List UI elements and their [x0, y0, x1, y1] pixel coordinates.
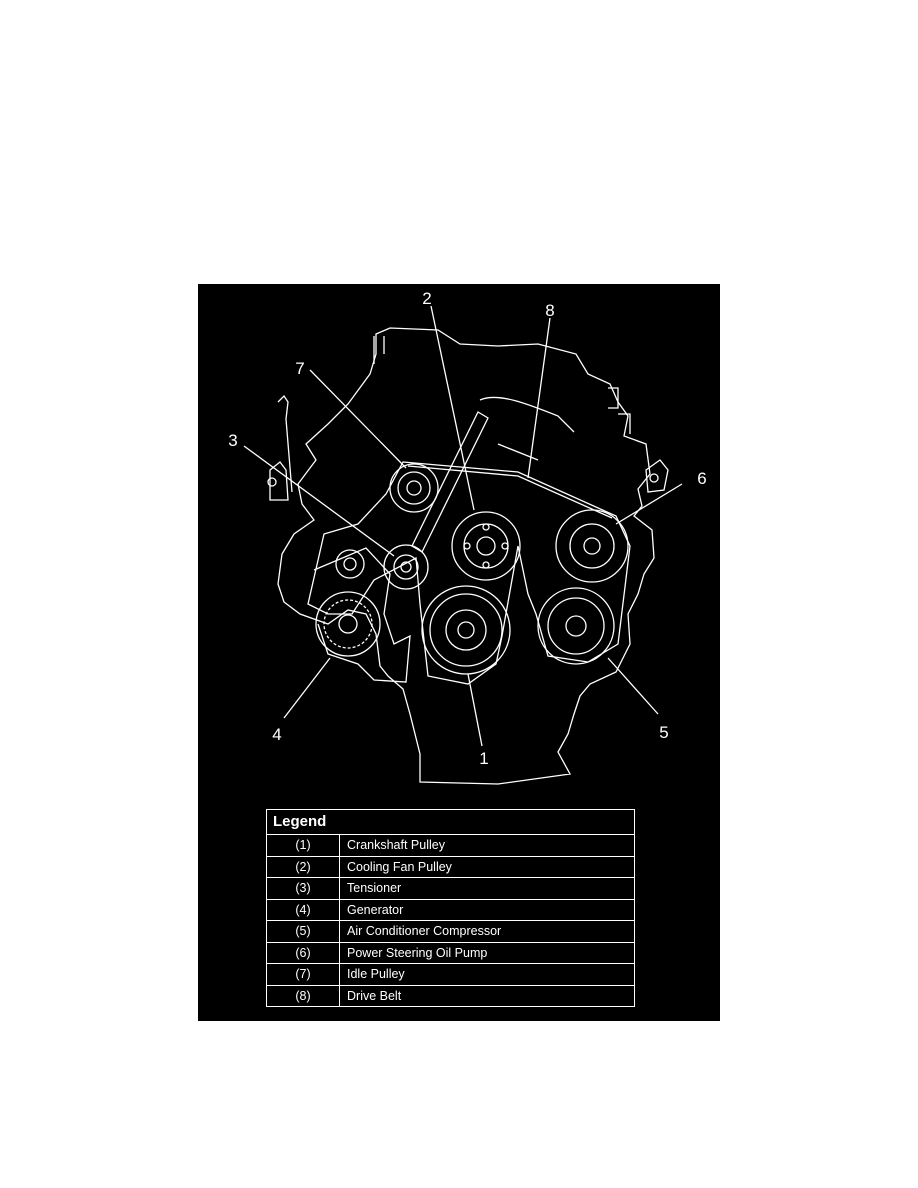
ac-compressor [537, 587, 615, 665]
legend-row: (2) Cooling Fan Pulley [267, 856, 634, 878]
callout-2: 2 [422, 289, 431, 308]
generator-hub [338, 614, 358, 634]
callout-8: 8 [545, 301, 554, 320]
legend-description: Power Steering Oil Pump [347, 945, 488, 960]
drive-belt-inner [407, 465, 613, 519]
callout-4: 4 [272, 725, 281, 744]
callout-line-2 [430, 305, 475, 511]
wrench-handle [411, 411, 489, 553]
legend-row: (6) Power Steering Oil Pump [267, 942, 634, 964]
legend-number: (4) [267, 899, 340, 920]
engine-detail [618, 413, 631, 434]
legend-number: (6) [267, 942, 340, 963]
pulley-bolt [501, 542, 509, 550]
legend-row: (8) Drive Belt [267, 985, 634, 1006]
engine-outline [277, 327, 655, 785]
legend-description: Idle Pulley [347, 967, 405, 981]
crankshaft-pulley-inner [445, 609, 487, 651]
callout-1: 1 [479, 749, 488, 768]
legend-row: (4) Generator [267, 899, 634, 921]
bracket-hole [267, 477, 277, 487]
legend-title: Legend [267, 810, 634, 835]
tensioner [383, 544, 429, 590]
hand-outline [479, 396, 575, 433]
idle-pulley-hub [406, 480, 422, 496]
legend-number: (8) [267, 985, 340, 1006]
power-steering-pump-hub [583, 537, 601, 555]
tensioner-hub [400, 561, 412, 573]
drive-belt-figure: 2 8 7 3 6 4 5 1 Legend (1) Crankshaft Pu… [198, 284, 720, 1021]
legend-description: Cooling Fan Pulley [347, 859, 452, 874]
callout-line-3 [243, 445, 395, 557]
callout-3: 3 [228, 431, 237, 450]
generator-bracket [313, 547, 411, 683]
legend-row: (5) Air Conditioner Compressor [267, 921, 634, 943]
legend-number: (5) [267, 921, 340, 942]
generator-pulley-hub [343, 557, 357, 571]
generator-pulley [335, 549, 365, 579]
pulley-bolt [482, 523, 490, 531]
dipstick [277, 394, 293, 493]
legend-description: Crankshaft Pulley [347, 838, 445, 852]
bracket-left [269, 461, 289, 501]
crankshaft-pulley [421, 585, 511, 675]
ac-compressor-ring [547, 597, 605, 655]
callout-6: 6 [697, 469, 706, 488]
engine-belt-diagram: 2 8 7 3 6 4 5 1 [228, 289, 707, 785]
legend-row: (7) Idle Pulley [267, 964, 634, 986]
bracket-right [645, 459, 669, 493]
tensioner-ring [393, 554, 419, 580]
crankshaft-pulley-ring [429, 593, 503, 667]
legend-number: (1) [267, 835, 340, 856]
power-steering-pump-ring [569, 523, 615, 569]
generator [315, 591, 381, 657]
pulley-bolt [482, 561, 490, 569]
pulley-bolt [463, 542, 471, 550]
legend-description: Tensioner [347, 881, 402, 895]
power-steering-pump [555, 509, 629, 583]
legend-description: Drive Belt [347, 988, 402, 1003]
callout-line-1 [467, 673, 483, 747]
legend-description: Generator [347, 902, 404, 917]
callout-line-8 [527, 317, 551, 479]
legend-table: Legend (1) Crankshaft Pulley (2) Cooling… [266, 809, 635, 1007]
callout-7: 7 [295, 359, 304, 378]
cooling-fan-pulley-hub [476, 536, 496, 556]
engine-detail [608, 387, 619, 409]
legend-row: (3) Tensioner [267, 878, 634, 900]
generator-fins [323, 599, 373, 649]
callout-line-5 [607, 657, 659, 715]
callout-5: 5 [659, 723, 668, 742]
ac-compressor-hub [565, 615, 587, 637]
legend-description: Air Conditioner Compressor [347, 924, 502, 938]
legend-number: (3) [267, 878, 340, 899]
idle-pulley [389, 463, 439, 513]
callout-line-4 [283, 657, 331, 719]
bracket-hole [649, 473, 659, 483]
legend-number: (2) [267, 856, 340, 877]
cooling-fan-pulley [451, 511, 521, 581]
callout-line-6 [615, 483, 683, 525]
drive-belt [307, 461, 631, 685]
engine-detail [373, 336, 385, 364]
crankshaft-pulley-hub [457, 621, 475, 639]
legend-number: (7) [267, 964, 340, 985]
idle-pulley-ring [397, 471, 431, 505]
legend-row: (1) Crankshaft Pulley [267, 835, 634, 857]
callout-line-7 [309, 369, 407, 469]
